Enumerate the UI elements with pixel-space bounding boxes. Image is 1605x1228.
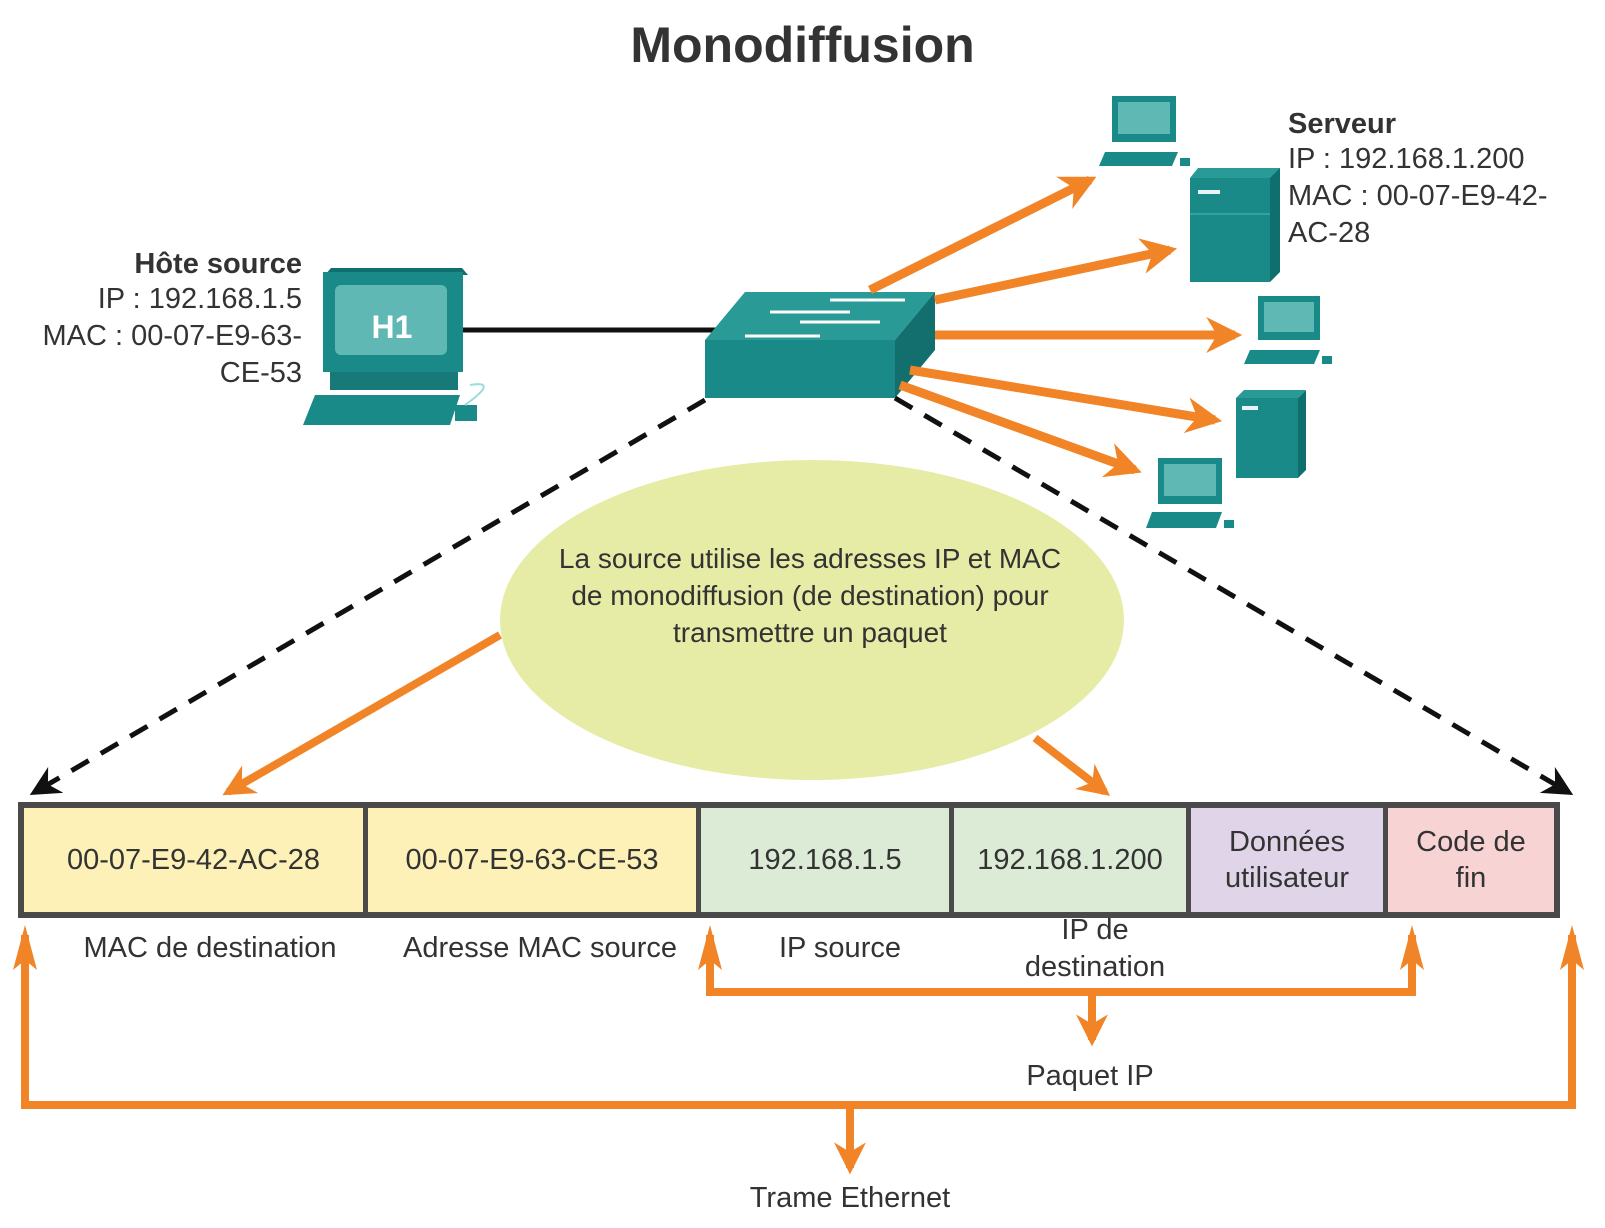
bracket-arrowhead	[13, 925, 37, 970]
bracket-arrowhead	[1400, 925, 1424, 970]
bubble-text: La source utilise les adresses IP et MAC…	[558, 543, 1062, 648]
zoom-line-left	[29, 397, 707, 796]
field-dest-ip: 192.168.1.200	[954, 808, 1186, 912]
switch-icon	[705, 292, 935, 398]
source-host-ip: IP : 192.168.1.5	[97, 283, 302, 315]
arrow-to-server2	[909, 365, 1223, 434]
zoom-line-right	[893, 395, 1574, 796]
arrow-to-dest-ip	[1032, 734, 1111, 796]
bracket-arrowhead	[698, 925, 722, 970]
arrow-to-pc1	[867, 175, 1097, 295]
arrow-to-dest-mac	[222, 631, 502, 796]
field-user-data: Données utilisateur	[1191, 808, 1383, 912]
label-src-mac: Adresse MAC source	[403, 932, 677, 964]
server-mac: MAC : 00-07-E9-42-	[1288, 180, 1548, 212]
source-host-mac-cont: CE-53	[219, 357, 302, 389]
field-dest-mac: 00-07-E9-42-AC-28	[24, 808, 363, 912]
host-label: H1	[372, 309, 413, 345]
field-trailer: Code de fin	[1388, 808, 1554, 912]
label-dest-mac: MAC de destination	[83, 932, 337, 964]
field-src-ip: 192.168.1.5	[701, 808, 949, 912]
destination-pc-icon-3	[1146, 458, 1234, 528]
arrow-to-pc3	[898, 380, 1142, 478]
server-mac-cont: AC-28	[1288, 217, 1371, 249]
label-dest-ip: IP de destination	[1024, 914, 1166, 983]
diagram-title: Monodiffusion	[630, 17, 975, 73]
source-host-mac: MAC : 00-07-E9-63-	[42, 320, 303, 352]
bracket-arrowhead	[1560, 925, 1584, 970]
label-src-ip: IP source	[779, 932, 901, 964]
packet-label: Paquet IP	[1026, 1060, 1154, 1092]
field-src-mac: 00-07-E9-63-CE-53	[368, 808, 696, 912]
ethernet-frame-bracket	[21, 935, 1576, 1109]
source-host-computer-icon	[303, 268, 485, 425]
unicast-flood-arrows	[867, 175, 1243, 478]
source-host-info: Hôte source IP : 192.168.1.5 MAC : 00-07…	[43, 248, 303, 392]
server-info: Serveur IP : 192.168.1.200 MAC : 00-07-E…	[1288, 108, 1548, 252]
server-icon-2	[1236, 390, 1306, 478]
destination-pc-icon-2	[1244, 296, 1332, 364]
server-icon	[1190, 168, 1280, 282]
server-heading: Serveur	[1288, 108, 1397, 140]
explanation-bubble	[500, 460, 1124, 780]
frame-label: Trame Ethernet	[749, 1182, 951, 1214]
destination-pc-icon-1	[1099, 96, 1190, 166]
ethernet-frame: 00-07-E9-42-AC-28 00-07-E9-63-CE-53 192.…	[18, 802, 1560, 918]
server-ip: IP : 192.168.1.200	[1288, 143, 1525, 175]
ip-packet-bracket	[706, 935, 1416, 996]
source-host-heading: Hôte source	[134, 248, 302, 280]
arrow-to-server	[934, 238, 1178, 305]
